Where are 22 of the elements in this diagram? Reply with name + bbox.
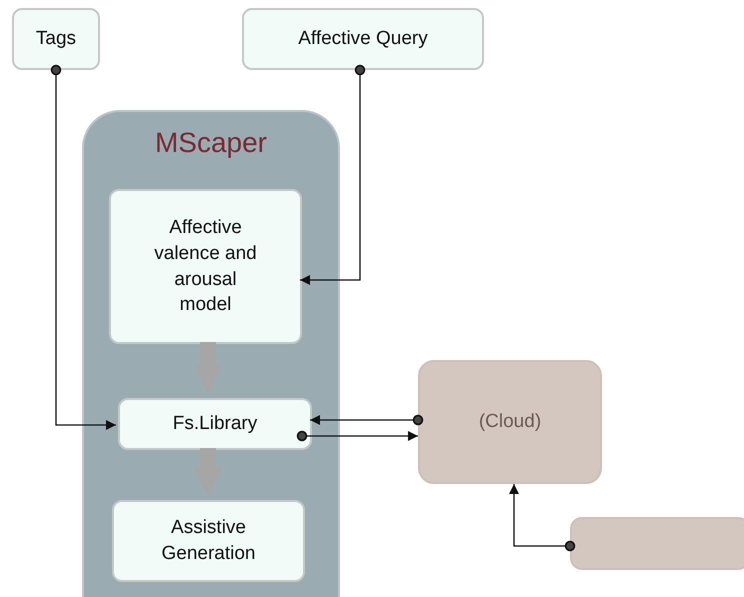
node-label: Fs.Library [172, 412, 258, 436]
process-box [109, 189, 302, 344]
process-box [118, 398, 312, 450]
arrow [194, 448, 222, 496]
process-box [12, 8, 100, 70]
node-label: (Cloud) [478, 410, 542, 434]
arrow [300, 64, 366, 285]
process-box [242, 8, 484, 70]
arrow [310, 414, 424, 426]
process-box [112, 500, 305, 582]
node-label: Affective valence and arousal model [153, 216, 258, 318]
system-container [82, 110, 340, 597]
process-box [418, 360, 602, 484]
node-label: Affective Query [298, 27, 428, 52]
arrow [296, 430, 418, 442]
arrow [509, 484, 576, 552]
arrow [50, 64, 116, 430]
node-label: Tags [36, 27, 76, 52]
node-label: Assistive Generation [160, 516, 256, 566]
box-shape [570, 517, 744, 570]
container-title: MScaper [154, 126, 268, 160]
arrow [194, 342, 222, 394]
